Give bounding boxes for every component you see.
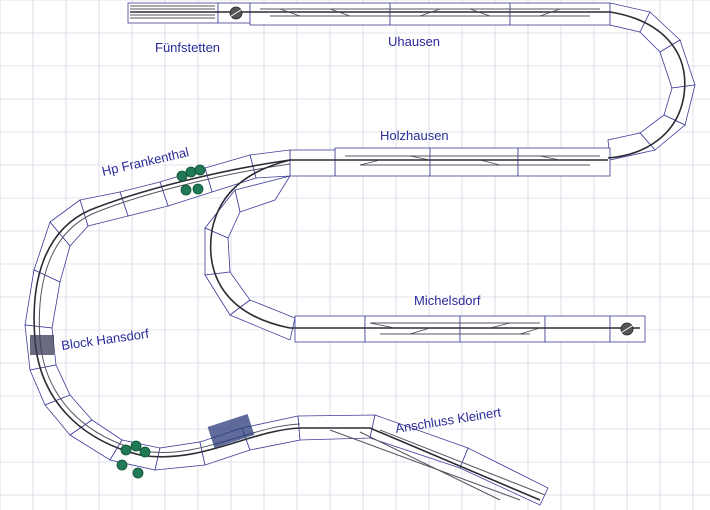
track-kleinert-siding-2 — [359, 431, 501, 501]
tree-icon — [132, 467, 144, 479]
module-holzhausen-approach — [289, 149, 336, 177]
bridge-kleinert-approach — [207, 414, 255, 448]
module-holzhausen-2 — [429, 147, 519, 177]
track-michelsdorf-switches — [369, 322, 541, 335]
track-kleinert-siding-1 — [329, 429, 521, 501]
tree-icon — [192, 183, 204, 195]
tree-icon — [120, 444, 132, 456]
module-frankenthal-1 — [249, 149, 291, 179]
track-fuenfstetten-yard — [130, 5, 215, 19]
trees — [116, 164, 206, 479]
module-holzhausen-3 — [517, 147, 611, 177]
module-uhausen-1 — [249, 2, 391, 26]
modules — [24, 2, 696, 506]
module-michelsdorf-2 — [364, 315, 461, 343]
tree-icon — [130, 440, 142, 452]
track-kleinert-siding-3 — [379, 429, 546, 496]
label-michelsdorf: Michelsdorf — [414, 293, 481, 308]
module-michelsdorf-4 — [544, 315, 611, 343]
bridge-block-hansdorf — [30, 335, 54, 355]
track-holzhausen-switches — [359, 155, 561, 166]
module-michelsdorf-1 — [294, 315, 366, 343]
tree-icon — [176, 170, 188, 182]
track-kleinert-main — [300, 427, 541, 501]
label-hp-frankenthal: Hp Frankenthal — [100, 144, 190, 179]
module-kleinert-3 — [459, 447, 549, 506]
label-holzhausen: Holzhausen — [380, 128, 449, 143]
module-uhausen-2 — [389, 2, 511, 26]
tree-icon — [116, 459, 128, 471]
track-michelsdorf-siding — [370, 322, 540, 335]
station-labels: Fünfstetten Uhausen Holzhausen Hp Franke… — [60, 34, 502, 436]
track-holzhausen-siding — [345, 155, 600, 166]
label-anschluss-kleinert: Anschluss Kleinert — [394, 404, 502, 436]
label-fuenfstetten: Fünfstetten — [155, 40, 220, 55]
tree-icon — [180, 184, 192, 196]
tree-icon — [185, 166, 197, 178]
module-holzhausen-1 — [334, 147, 431, 177]
track-right-loop — [607, 11, 686, 159]
tree-icon — [139, 446, 151, 458]
track-inner-loop — [209, 159, 291, 329]
turntables — [227, 6, 636, 336]
track-uhausen-switches — [279, 8, 561, 17]
label-uhausen: Uhausen — [388, 34, 440, 49]
bridges — [30, 335, 255, 448]
module-loop-right-6 — [607, 132, 656, 161]
module-michelsdorf-3 — [459, 315, 546, 343]
module-uhausen-3 — [509, 2, 611, 26]
tree-icon — [194, 164, 206, 176]
